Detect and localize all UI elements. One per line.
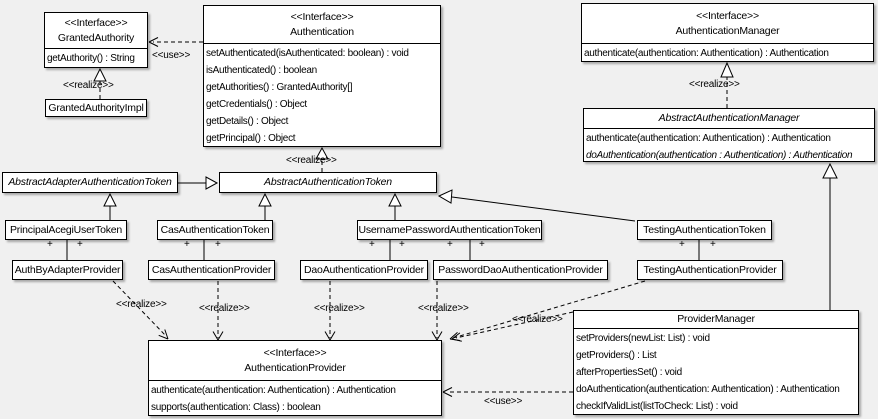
method-label: getProviders() : List — [576, 350, 657, 361]
class-username-password-authentication-token: UsernamePasswordAuthenticationToken — [357, 220, 542, 240]
class-granted-authority-impl: GrantedAuthorityImpl — [45, 99, 147, 117]
class-name: AuthenticationProvider — [244, 361, 346, 374]
class-authentication: <<Interface>> Authentication setAuthenti… — [203, 5, 441, 147]
method-label: authenticate(authentication: Authenticat… — [584, 48, 829, 59]
stereotype-label: <<Interface>> — [263, 346, 327, 359]
realize-label: <<realize>> — [418, 303, 469, 314]
plus-adornment: + — [710, 239, 716, 250]
edge-gen-testingtoken-abstracttoken — [437, 189, 636, 222]
plus-adornment: + — [369, 239, 375, 250]
realize-label: <<realize>> — [314, 303, 365, 314]
plus-adornment: + — [679, 239, 685, 250]
method-label: doAuthentication(authentication: Authent… — [576, 384, 840, 395]
class-abstract-authentication-manager: AbstractAuthenticationManager authentica… — [583, 108, 875, 162]
edge-gen-providermanager-abstractmanager — [822, 162, 838, 310]
edge-realize-abstracttoken-authentication — [315, 146, 329, 172]
method-label: getAuthority() : String — [47, 53, 135, 64]
realize-label: <<realize>> — [512, 314, 563, 325]
class-name: AuthByAdapterProvider — [14, 263, 121, 276]
plus-adornment: + — [399, 239, 405, 250]
class-name: PrincipalAcegiUserToken — [9, 223, 123, 236]
realize-label: <<realize>> — [286, 155, 337, 166]
class-authentication-manager: <<Interface>> AuthenticationManager auth… — [581, 3, 874, 62]
method-label: isAuthenticated() : boolean — [206, 65, 317, 76]
edge-realize-grantedauthorityimpl — [93, 67, 107, 99]
method-label: doAuthentication(authentication : Authen… — [586, 150, 853, 161]
plus-adornment: + — [447, 239, 453, 250]
class-cas-authentication-token: CasAuthenticationToken — [157, 220, 273, 240]
plus-adornment: + — [184, 239, 190, 250]
plus-adornment: + — [47, 239, 53, 250]
class-name: PasswordDaoAuthenticationProvider — [438, 263, 603, 276]
edge-gen-upt-abstracttoken — [388, 192, 402, 220]
class-name: TestingAuthenticationToken — [643, 223, 766, 236]
realize-label: <<realize>> — [116, 299, 167, 310]
realize-label: <<realize>> — [63, 80, 114, 91]
class-name: UsernamePasswordAuthenticationToken — [358, 223, 541, 236]
class-name: GrantedAuthorityImpl — [48, 101, 144, 114]
plus-adornment: + — [77, 239, 83, 250]
class-name: AuthenticationManager — [675, 24, 780, 37]
edge-gen-principal-abstractadapter — [103, 192, 117, 220]
class-cas-authentication-provider: CasAuthenticationProvider — [148, 260, 275, 280]
method-label: setAuthenticated(isAuthenticated: boolea… — [206, 48, 409, 59]
class-name: Authentication — [290, 25, 354, 38]
class-name: CasAuthenticationToken — [160, 223, 270, 236]
use-label: <<use>> — [484, 396, 523, 407]
edge-realize-passworddao-authprovider — [431, 281, 443, 341]
class-abstract-authentication-token: AbstractAuthenticationToken — [219, 172, 437, 193]
method-label: authenticate(authentication: Authenticat… — [151, 385, 396, 396]
edge-realize-abstractmanager-authmanager — [720, 61, 734, 108]
class-testing-authentication-provider: TestingAuthenticationProvider — [637, 260, 783, 280]
method-label: getAuthorities() : GrantedAuthority[] — [206, 82, 353, 93]
class-abstract-adapter-authentication-token: AbstractAdapterAuthenticationToken — [2, 172, 178, 193]
edge-use-providermanager-authprovider — [442, 387, 573, 397]
edge-gen-cas-abstracttoken — [258, 192, 272, 220]
edge-realize-providermanager-authprovider — [451, 311, 574, 342]
method-label: authenticate(authentication: Authenticat… — [586, 133, 831, 144]
class-granted-authority: <<Interface>> GrantedAuthority getAuthor… — [44, 12, 148, 68]
edge-realize-casprovider-authprovider — [212, 281, 224, 341]
class-name: AbstractAuthenticationToken — [264, 176, 392, 188]
method-label: getDetails() : Object — [206, 116, 289, 127]
class-authentication-provider: <<Interface>> AuthenticationProvider aut… — [148, 340, 442, 416]
method-label: getCredentials() : Object — [206, 99, 307, 110]
stereotype-label: <<Interface>> — [696, 9, 759, 22]
class-testing-authentication-token: TestingAuthenticationToken — [637, 220, 772, 240]
class-dao-authentication-provider: DaoAuthenticationProvider — [300, 260, 428, 280]
stereotype-label: <<Interface>> — [64, 16, 128, 29]
method-label: supports(authentication: Class) : boolea… — [151, 402, 321, 413]
plus-adornment: + — [479, 239, 485, 250]
method-label: afterPropertiesSet() : void — [576, 367, 682, 378]
stereotype-label: <<Interface>> — [290, 10, 354, 23]
class-password-dao-authentication-provider: PasswordDaoAuthenticationProvider — [433, 260, 608, 280]
edge-realize-authbyadapter-authprovider — [112, 280, 169, 340]
method-label: getPrincipal() : Object — [206, 133, 296, 144]
class-principal-acegi-user-token: PrincipalAcegiUserToken — [5, 220, 127, 240]
realize-label: <<realize>> — [689, 79, 740, 90]
class-auth-by-adapter-provider: AuthByAdapterProvider — [12, 260, 123, 280]
method-label: setProviders(newList: List) : void — [576, 333, 710, 344]
method-label: checkIfValidList(listToCheck: List) : vo… — [576, 401, 738, 412]
class-provider-manager: ProviderManager setProviders(newList: Li… — [573, 310, 859, 415]
realize-label: <<realize>> — [199, 303, 250, 314]
class-name: ProviderManager — [677, 313, 755, 325]
class-name: DaoAuthenticationProvider — [304, 263, 424, 276]
class-name: CasAuthenticationProvider — [151, 263, 272, 276]
plus-adornment: + — [215, 239, 221, 250]
use-label: <<use>> — [152, 50, 191, 61]
class-name: AbstractAdapterAuthenticationToken — [8, 176, 172, 188]
class-name: GrantedAuthority — [57, 31, 135, 44]
edge-gen-abstractadapter-abstracttoken — [178, 176, 219, 190]
class-name: AbstractAuthenticationManager — [658, 112, 800, 124]
edge-realize-daoprovider-authprovider — [324, 281, 336, 341]
class-name: TestingAuthenticationProvider — [643, 263, 777, 276]
edge-use-authentication-grantedauthority — [148, 37, 203, 47]
